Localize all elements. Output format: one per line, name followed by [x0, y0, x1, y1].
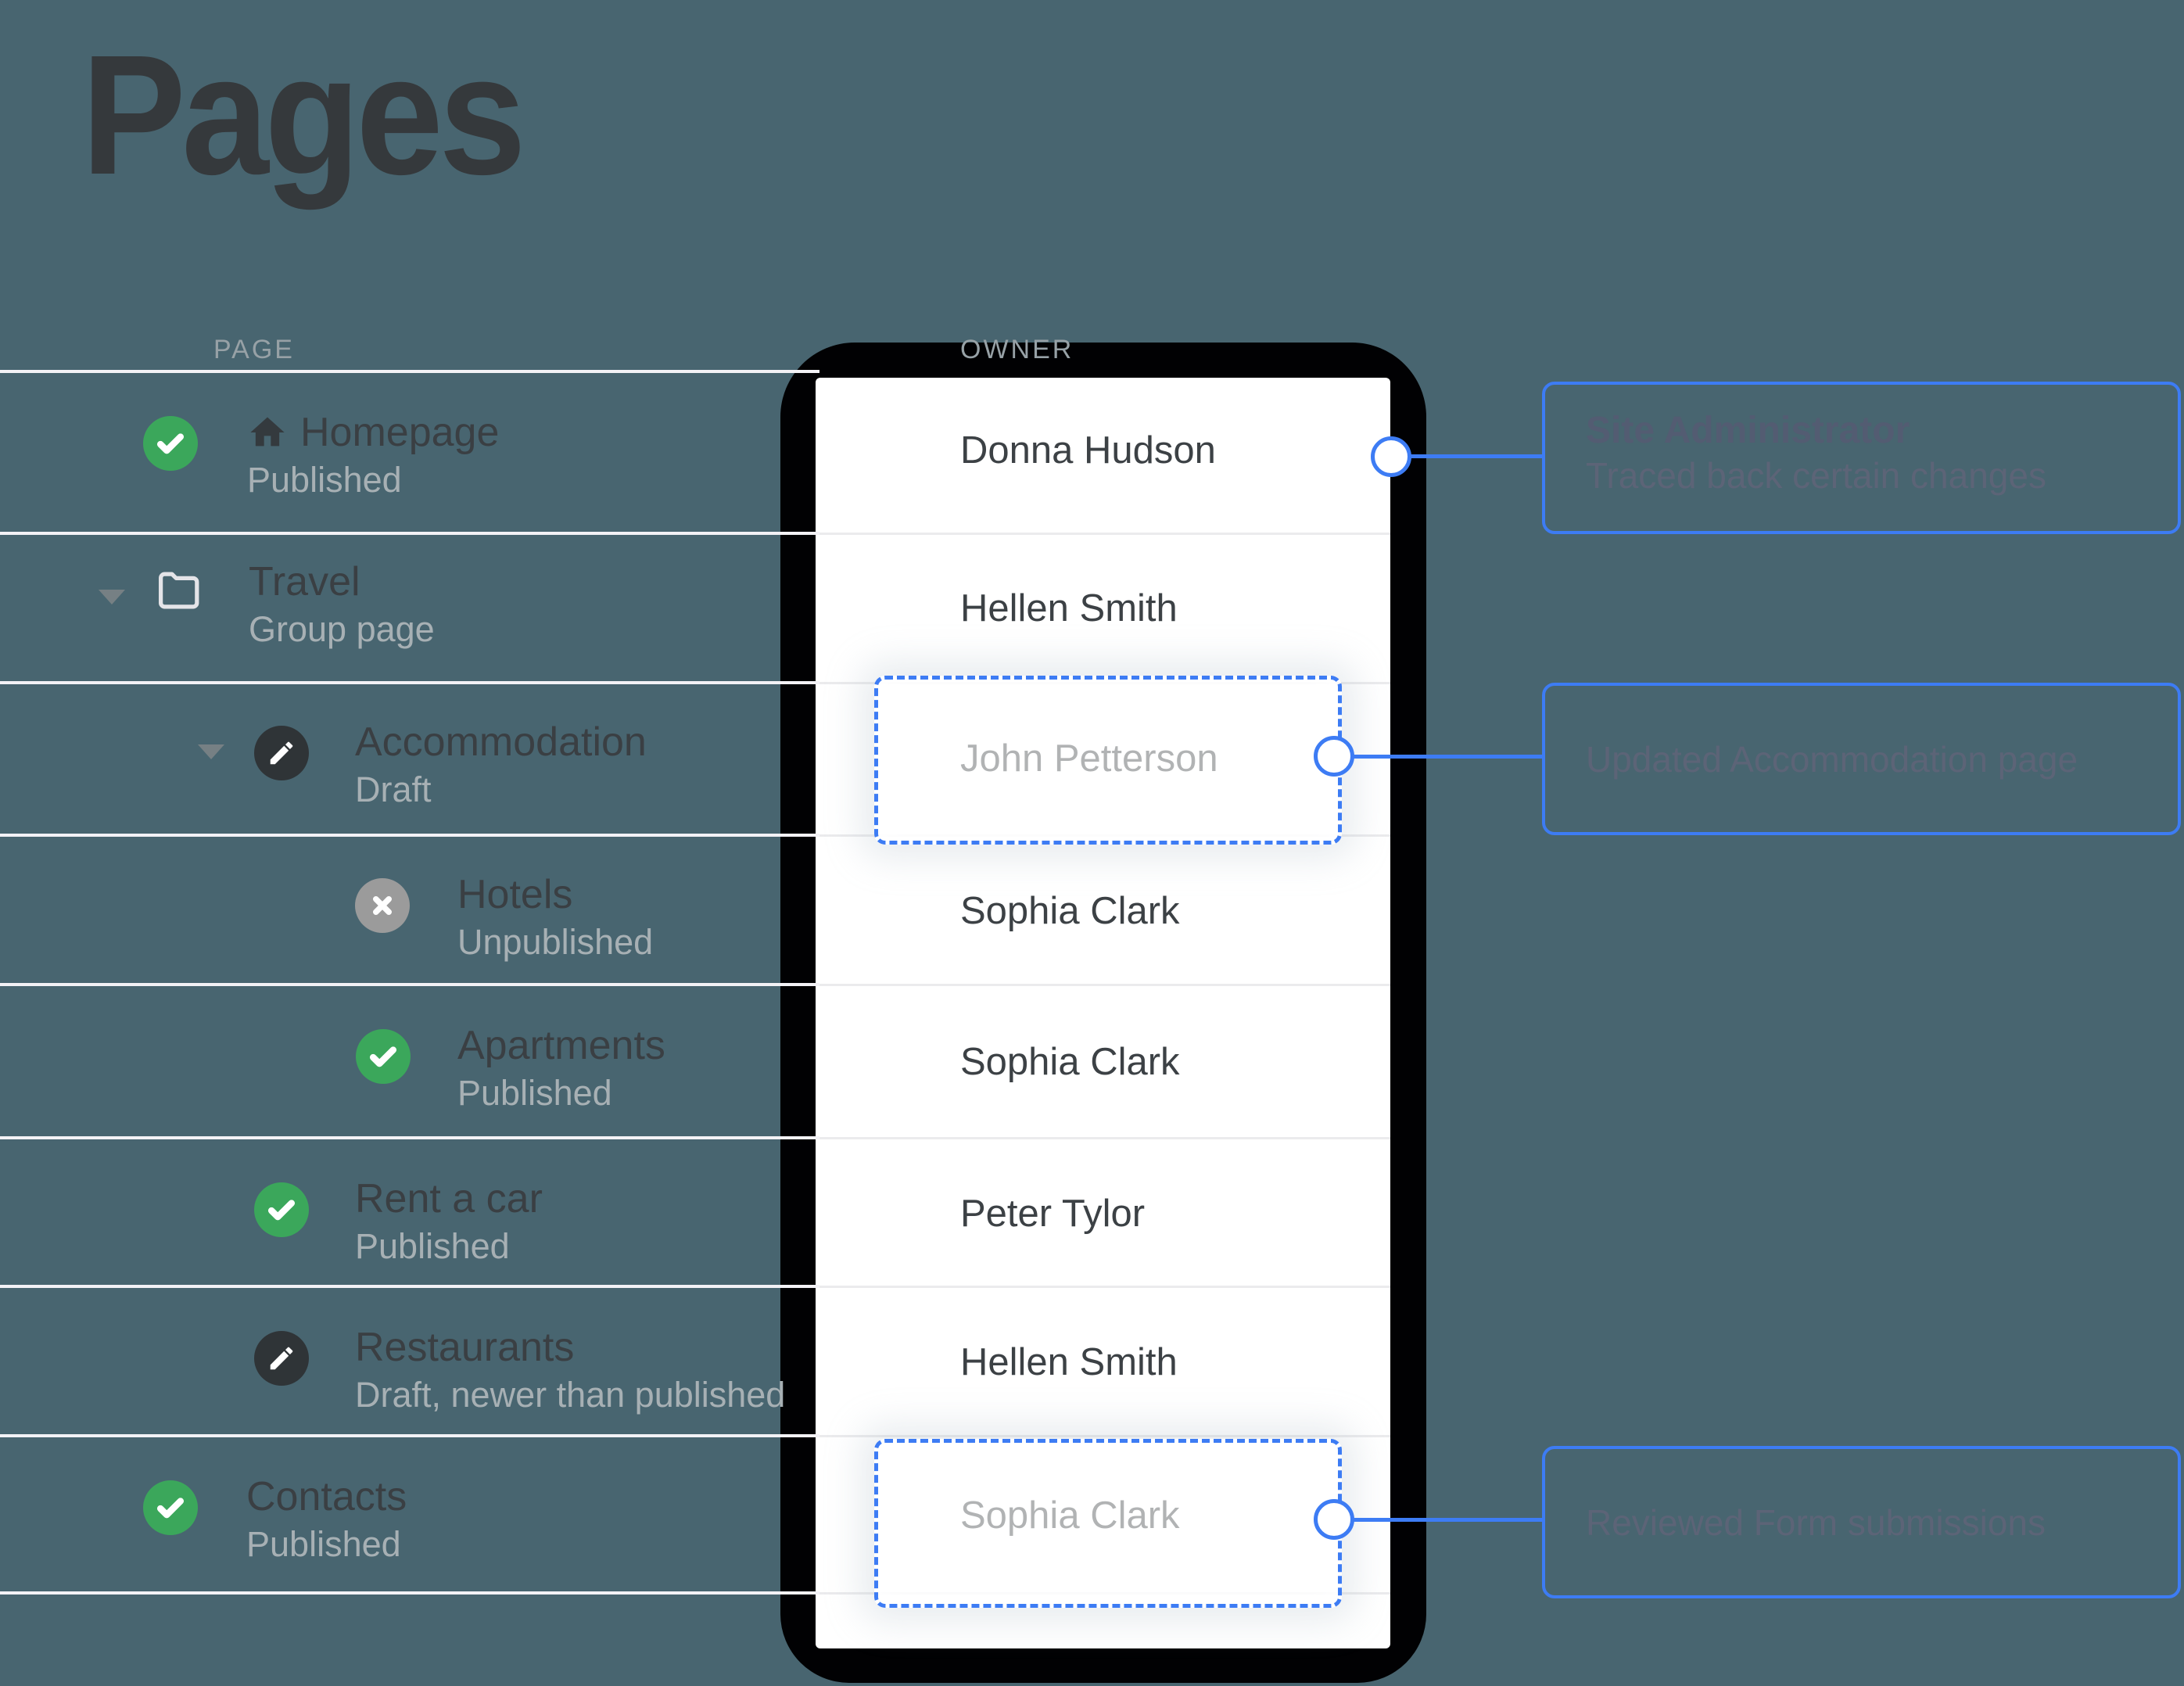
screen-row-divider — [816, 533, 1390, 535]
table-divider — [0, 1434, 819, 1437]
highlight-box-john-petterson — [874, 676, 1342, 845]
table-row-travel[interactable]: Travel Group page — [249, 557, 435, 652]
callout-description: Reviewed Form submissions — [1586, 1501, 2046, 1543]
status-draft-icon — [254, 726, 309, 780]
status-published-icon — [356, 1029, 411, 1084]
table-divider — [0, 1591, 819, 1595]
page-row-status: Published — [246, 1524, 401, 1564]
page-row-title: Apartments — [457, 1023, 665, 1068]
table-row-homepage[interactable]: Homepage Published — [247, 407, 499, 503]
page-row-status: Published — [457, 1073, 612, 1113]
check-icon — [267, 1200, 296, 1221]
column-header-page: PAGE — [213, 335, 295, 364]
owner-cell[interactable]: Sophia Clark — [960, 1041, 1180, 1083]
highlight-box-sophia-clark — [874, 1439, 1342, 1608]
table-divider — [0, 1136, 819, 1139]
page-row-status: Draft, newer than published — [355, 1375, 786, 1415]
owner-cell[interactable]: Donna Hudson — [960, 429, 1216, 472]
table-divider — [0, 1285, 819, 1288]
connector-dot-3 — [1314, 1499, 1354, 1540]
connector-line-3 — [1352, 1518, 1542, 1522]
page-row-title: Restaurants — [355, 1325, 575, 1370]
callout-site-administrator: Site Administrator Traced back certain c… — [1542, 382, 2181, 534]
status-draft-icon — [254, 1331, 309, 1386]
callout-title: Site Administrator — [1586, 410, 1910, 451]
home-icon — [247, 412, 288, 453]
page-row-title: Accommodation — [355, 719, 647, 765]
connector-dot-1 — [1371, 436, 1411, 477]
connector-line-2 — [1352, 755, 1542, 759]
column-header-owner: OWNER — [960, 335, 1074, 364]
owner-cell[interactable]: Hellen Smith — [960, 587, 1178, 630]
expander-accommodation[interactable] — [198, 744, 224, 759]
owner-cell[interactable]: Peter Tylor — [960, 1193, 1146, 1235]
table-row-rent-a-car[interactable]: Rent a car Published — [355, 1174, 543, 1269]
screen-row-divider — [816, 1137, 1390, 1139]
status-published-icon — [143, 1480, 198, 1535]
callout-updated-accommodation: Updated Accommodation page — [1542, 683, 2181, 835]
pencil-icon — [270, 741, 293, 765]
page-row-status: Published — [355, 1226, 510, 1266]
screen-row-divider — [816, 1286, 1390, 1288]
status-published-icon — [254, 1182, 309, 1237]
callout-description: Traced back certain changes — [1586, 455, 2046, 496]
owner-cell[interactable]: Hellen Smith — [960, 1341, 1178, 1383]
table-divider — [0, 983, 819, 986]
connector-dot-2 — [1314, 736, 1354, 777]
expander-travel[interactable] — [99, 590, 125, 604]
folder-icon — [153, 565, 205, 616]
status-published-icon — [143, 416, 198, 471]
table-row-apartments[interactable]: Apartments Published — [457, 1021, 665, 1116]
owner-cell[interactable]: Sophia Clark — [960, 890, 1180, 932]
table-divider — [0, 834, 819, 837]
page-title: Pages — [81, 20, 526, 210]
pencil-icon — [270, 1347, 293, 1370]
page-row-title: Rent a car — [355, 1176, 543, 1221]
callout-description: Updated Accommodation page — [1586, 738, 2078, 780]
table-divider — [0, 370, 819, 373]
page-row-title: Hotels — [457, 872, 573, 917]
page-row-status: Unpublished — [457, 922, 654, 962]
screen-row-divider — [816, 984, 1390, 986]
table-row-restaurants[interactable]: Restaurants Draft, newer than published — [355, 1322, 785, 1418]
connector-line-1 — [1410, 454, 1542, 458]
page-row-status: Group page — [249, 609, 435, 649]
page-row-title: Travel — [249, 559, 360, 604]
table-row-contacts[interactable]: Contacts Published — [246, 1472, 407, 1567]
check-icon — [369, 1046, 397, 1067]
check-icon — [156, 433, 185, 454]
callout-reviewed-forms: Reviewed Form submissions — [1542, 1446, 2181, 1598]
check-icon — [156, 1498, 185, 1519]
table-divider — [0, 681, 819, 684]
table-row-hotels[interactable]: Hotels Unpublished — [457, 870, 653, 965]
screen-row-divider — [816, 1435, 1390, 1437]
page-row-title: Homepage — [300, 410, 500, 455]
table-row-accommodation[interactable]: Accommodation Draft — [355, 717, 647, 813]
page-row-title: Contacts — [246, 1474, 407, 1519]
status-unpublished-icon — [355, 878, 410, 933]
x-icon — [373, 896, 392, 915]
page-row-status: Published — [247, 460, 402, 500]
table-divider — [0, 532, 819, 535]
page-row-status: Draft — [355, 769, 432, 809]
